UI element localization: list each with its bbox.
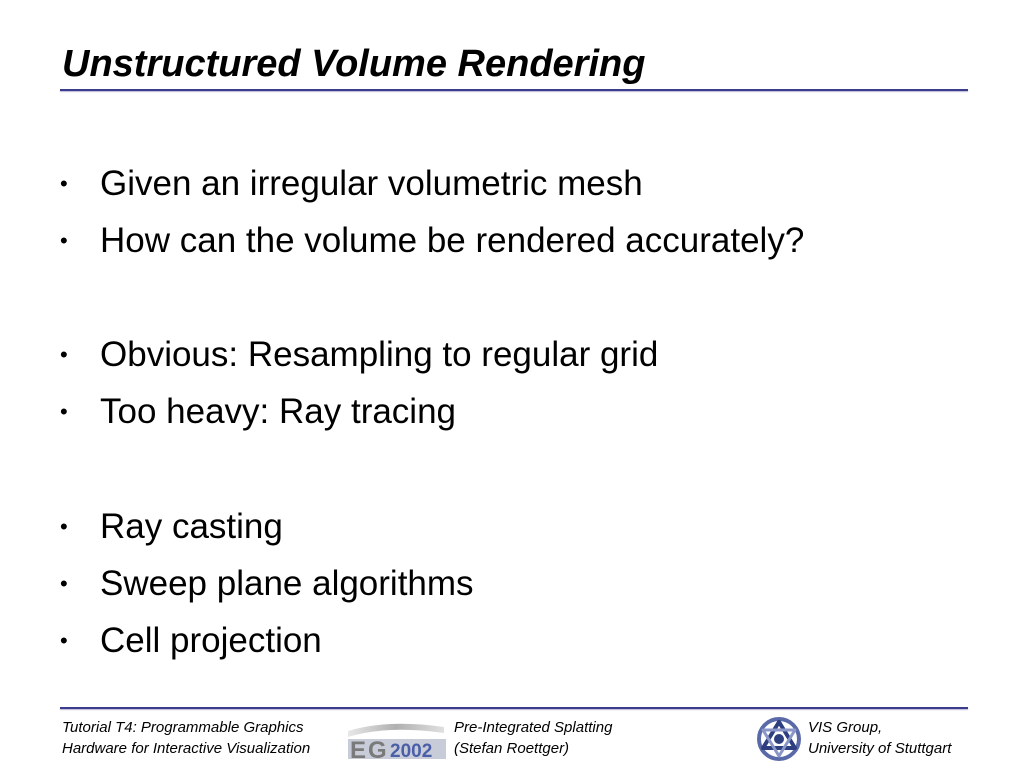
- footer-left-line1: Tutorial T4: Programmable Graphics: [62, 719, 304, 736]
- bullet-item: • Sweep plane algorithms: [58, 559, 958, 609]
- bullet-text: Obvious: Resampling to regular grid: [100, 335, 659, 374]
- bullet-marker: •: [60, 571, 68, 596]
- bullet-marker: •: [60, 514, 68, 539]
- eurographics-2002-logo: E G 2002: [348, 723, 446, 761]
- bullet-text: Too heavy: Ray tracing: [100, 392, 457, 431]
- bullet-item: • How can the volume be rendered accurat…: [58, 216, 958, 266]
- eg-logo-year: 2002: [390, 741, 432, 761]
- bullet-item: • Cell projection: [58, 616, 958, 666]
- footer-tutorial-info: Tutorial T4: Programmable Graphics Hardw…: [62, 717, 310, 759]
- bullet-marker: •: [60, 228, 68, 253]
- svg-text:E: E: [350, 737, 366, 761]
- footer-institution-info: VIS Group, University of Stuttgart: [808, 717, 951, 759]
- bullet-text: Cell projection: [100, 621, 322, 660]
- svg-text:G: G: [368, 737, 387, 761]
- bullet-marker: •: [60, 628, 68, 653]
- vis-group-logo-icon: [757, 717, 801, 761]
- bullet-item: • Given an irregular volumetric mesh: [58, 159, 958, 209]
- bullet-text: Ray casting: [100, 507, 283, 546]
- footer-left-line2: Hardware for Interactive Visualization: [62, 740, 311, 757]
- bullet-item: • Ray casting: [58, 502, 958, 552]
- bullet-marker: •: [60, 342, 68, 367]
- bullet-text: How can the volume be rendered accuratel…: [100, 221, 805, 260]
- bullet-item: • Obvious: Resampling to regular grid: [58, 330, 958, 380]
- bullet-list: • Given an irregular volumetric mesh • H…: [58, 159, 958, 666]
- bullet-item: • Too heavy: Ray tracing: [58, 387, 958, 437]
- footer-middle-line1: Pre-Integrated Splatting: [454, 719, 613, 736]
- footer-right-line2: University of Stuttgart: [808, 740, 952, 757]
- footer-right-line1: VIS Group,: [808, 719, 883, 736]
- bullet-marker: •: [60, 171, 68, 196]
- bullet-text: Given an irregular volumetric mesh: [100, 164, 643, 203]
- bullet-text: Sweep plane algorithms: [100, 564, 474, 603]
- footer-talk-info: Pre-Integrated Splatting (Stefan Roettge…: [454, 717, 612, 759]
- title-divider: [60, 89, 968, 91]
- bullet-marker: •: [60, 399, 68, 424]
- slide-title: Unstructured Volume Rendering: [62, 43, 646, 85]
- footer-divider: [60, 707, 968, 709]
- footer-middle-line2: (Stefan Roettger): [454, 740, 570, 757]
- slide-footer: Tutorial T4: Programmable Graphics Hardw…: [0, 712, 1024, 768]
